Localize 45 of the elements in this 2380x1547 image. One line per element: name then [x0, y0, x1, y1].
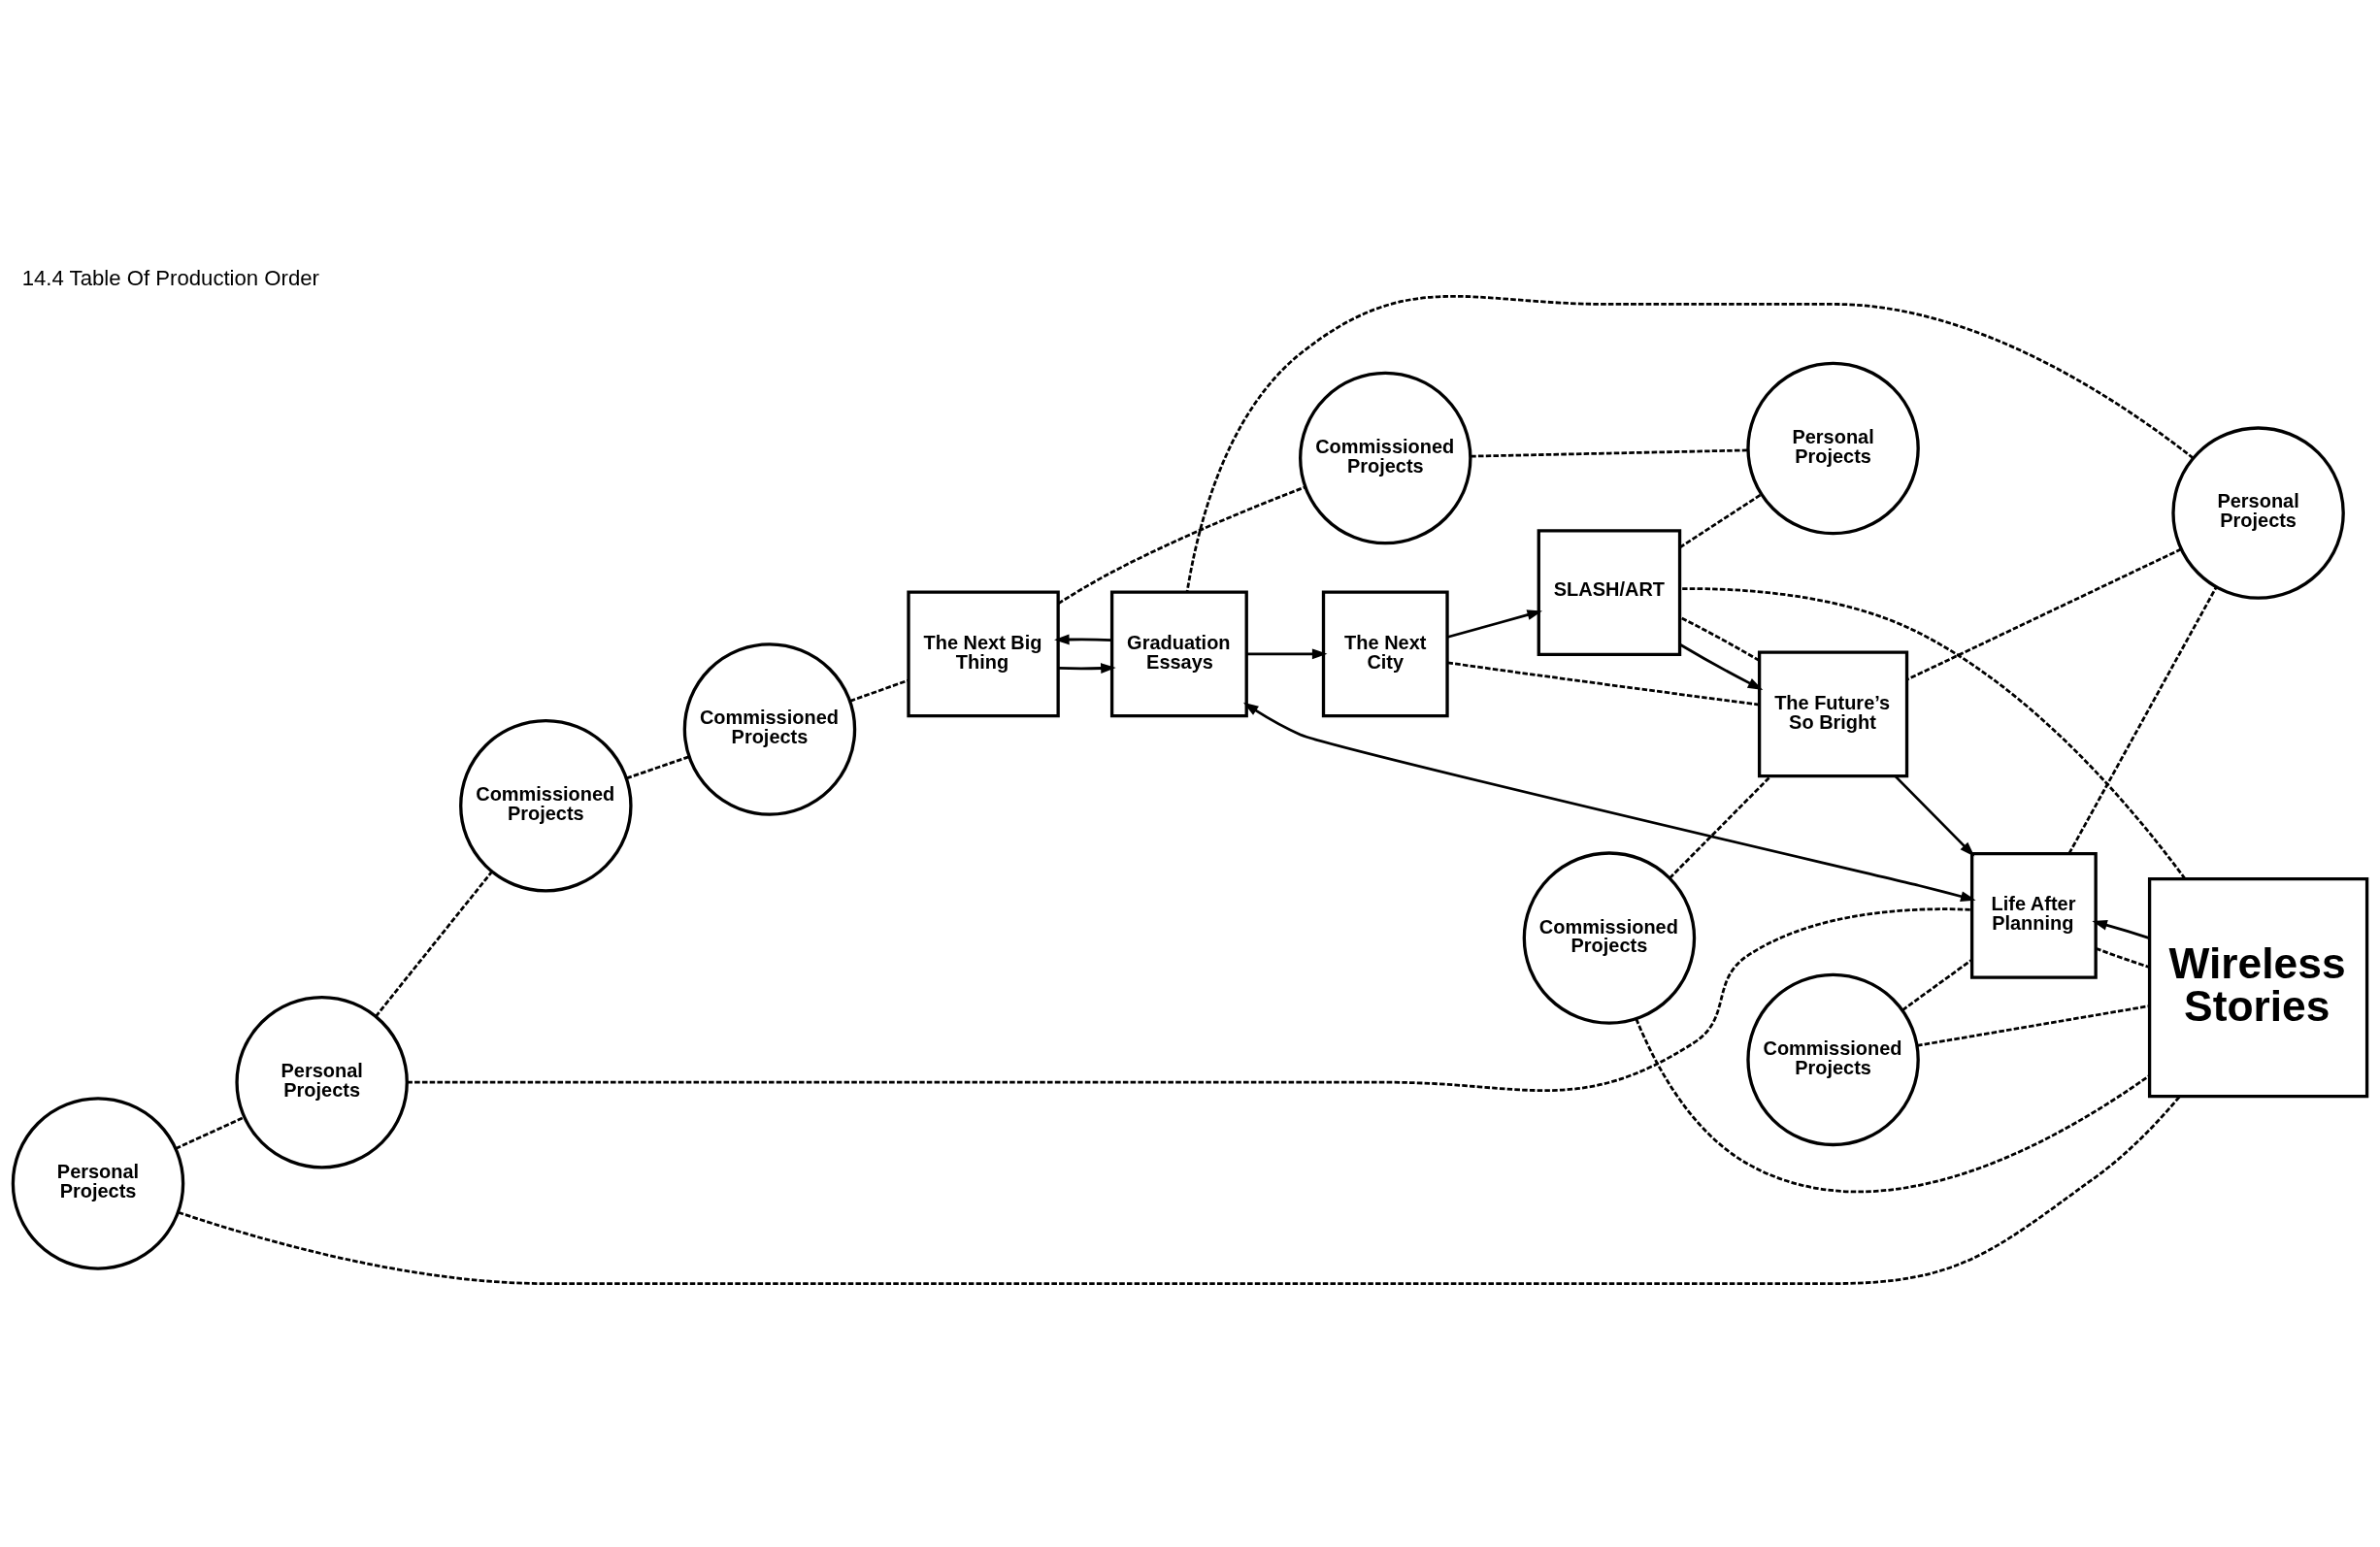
- connector: [1901, 958, 1973, 1011]
- node-circle: Commissioned Projects: [682, 642, 857, 816]
- arrow: [1242, 702, 1976, 902]
- connector: [175, 1115, 246, 1150]
- connector: [2095, 946, 2150, 969]
- arrow: [1678, 642, 1764, 690]
- connector: [178, 1095, 2181, 1285]
- node-box: Life After Planning: [1969, 851, 2098, 979]
- node-circle: Commissioned Projects: [459, 718, 633, 893]
- node-circle: Personal Projects: [11, 1097, 185, 1270]
- connector: [1679, 587, 2187, 880]
- arrow: [1054, 634, 1112, 645]
- connector: [1669, 774, 1772, 879]
- connector: [2067, 586, 2218, 855]
- node-circle: Commissioned Projects: [1299, 371, 1472, 545]
- connector: [1678, 493, 1763, 549]
- connector: [1635, 1018, 2150, 1194]
- connector: [1917, 1004, 2150, 1047]
- node-box: Graduation Essays: [1109, 590, 1248, 718]
- arrow: [1446, 609, 1542, 639]
- connector: [849, 678, 909, 703]
- connector: [1679, 615, 1761, 662]
- arrow: [1058, 663, 1116, 674]
- connector: [1057, 485, 1306, 606]
- connector: [1185, 295, 2195, 593]
- node-circle: Commissioned Projects: [1746, 972, 1920, 1147]
- connector: [626, 755, 690, 780]
- connector: [1906, 547, 2182, 681]
- node-circle: Personal Projects: [1746, 361, 1920, 536]
- diagram-title: 14.4 Table Of Production Order: [21, 265, 319, 290]
- node-box: The Next City: [1321, 590, 1449, 718]
- node-box: SLASH/ART: [1537, 529, 1682, 657]
- node-box: The Future’s So Bright: [1757, 650, 1909, 778]
- node-circle: Personal Projects: [235, 995, 409, 1169]
- arrow: [1246, 648, 1328, 660]
- connector: [407, 907, 1972, 1092]
- node-box: The Next Big Thing: [907, 590, 1060, 718]
- node-circle: Personal Projects: [2171, 426, 2345, 600]
- connector: [1447, 661, 1760, 707]
- node-box: Wireless Stories: [2147, 876, 2369, 1099]
- connector: [1471, 448, 1748, 458]
- node-circle: Commissioned Projects: [1522, 851, 1697, 1025]
- arrow: [1894, 774, 1975, 857]
- arrow: [2092, 919, 2150, 939]
- connector: [375, 871, 493, 1018]
